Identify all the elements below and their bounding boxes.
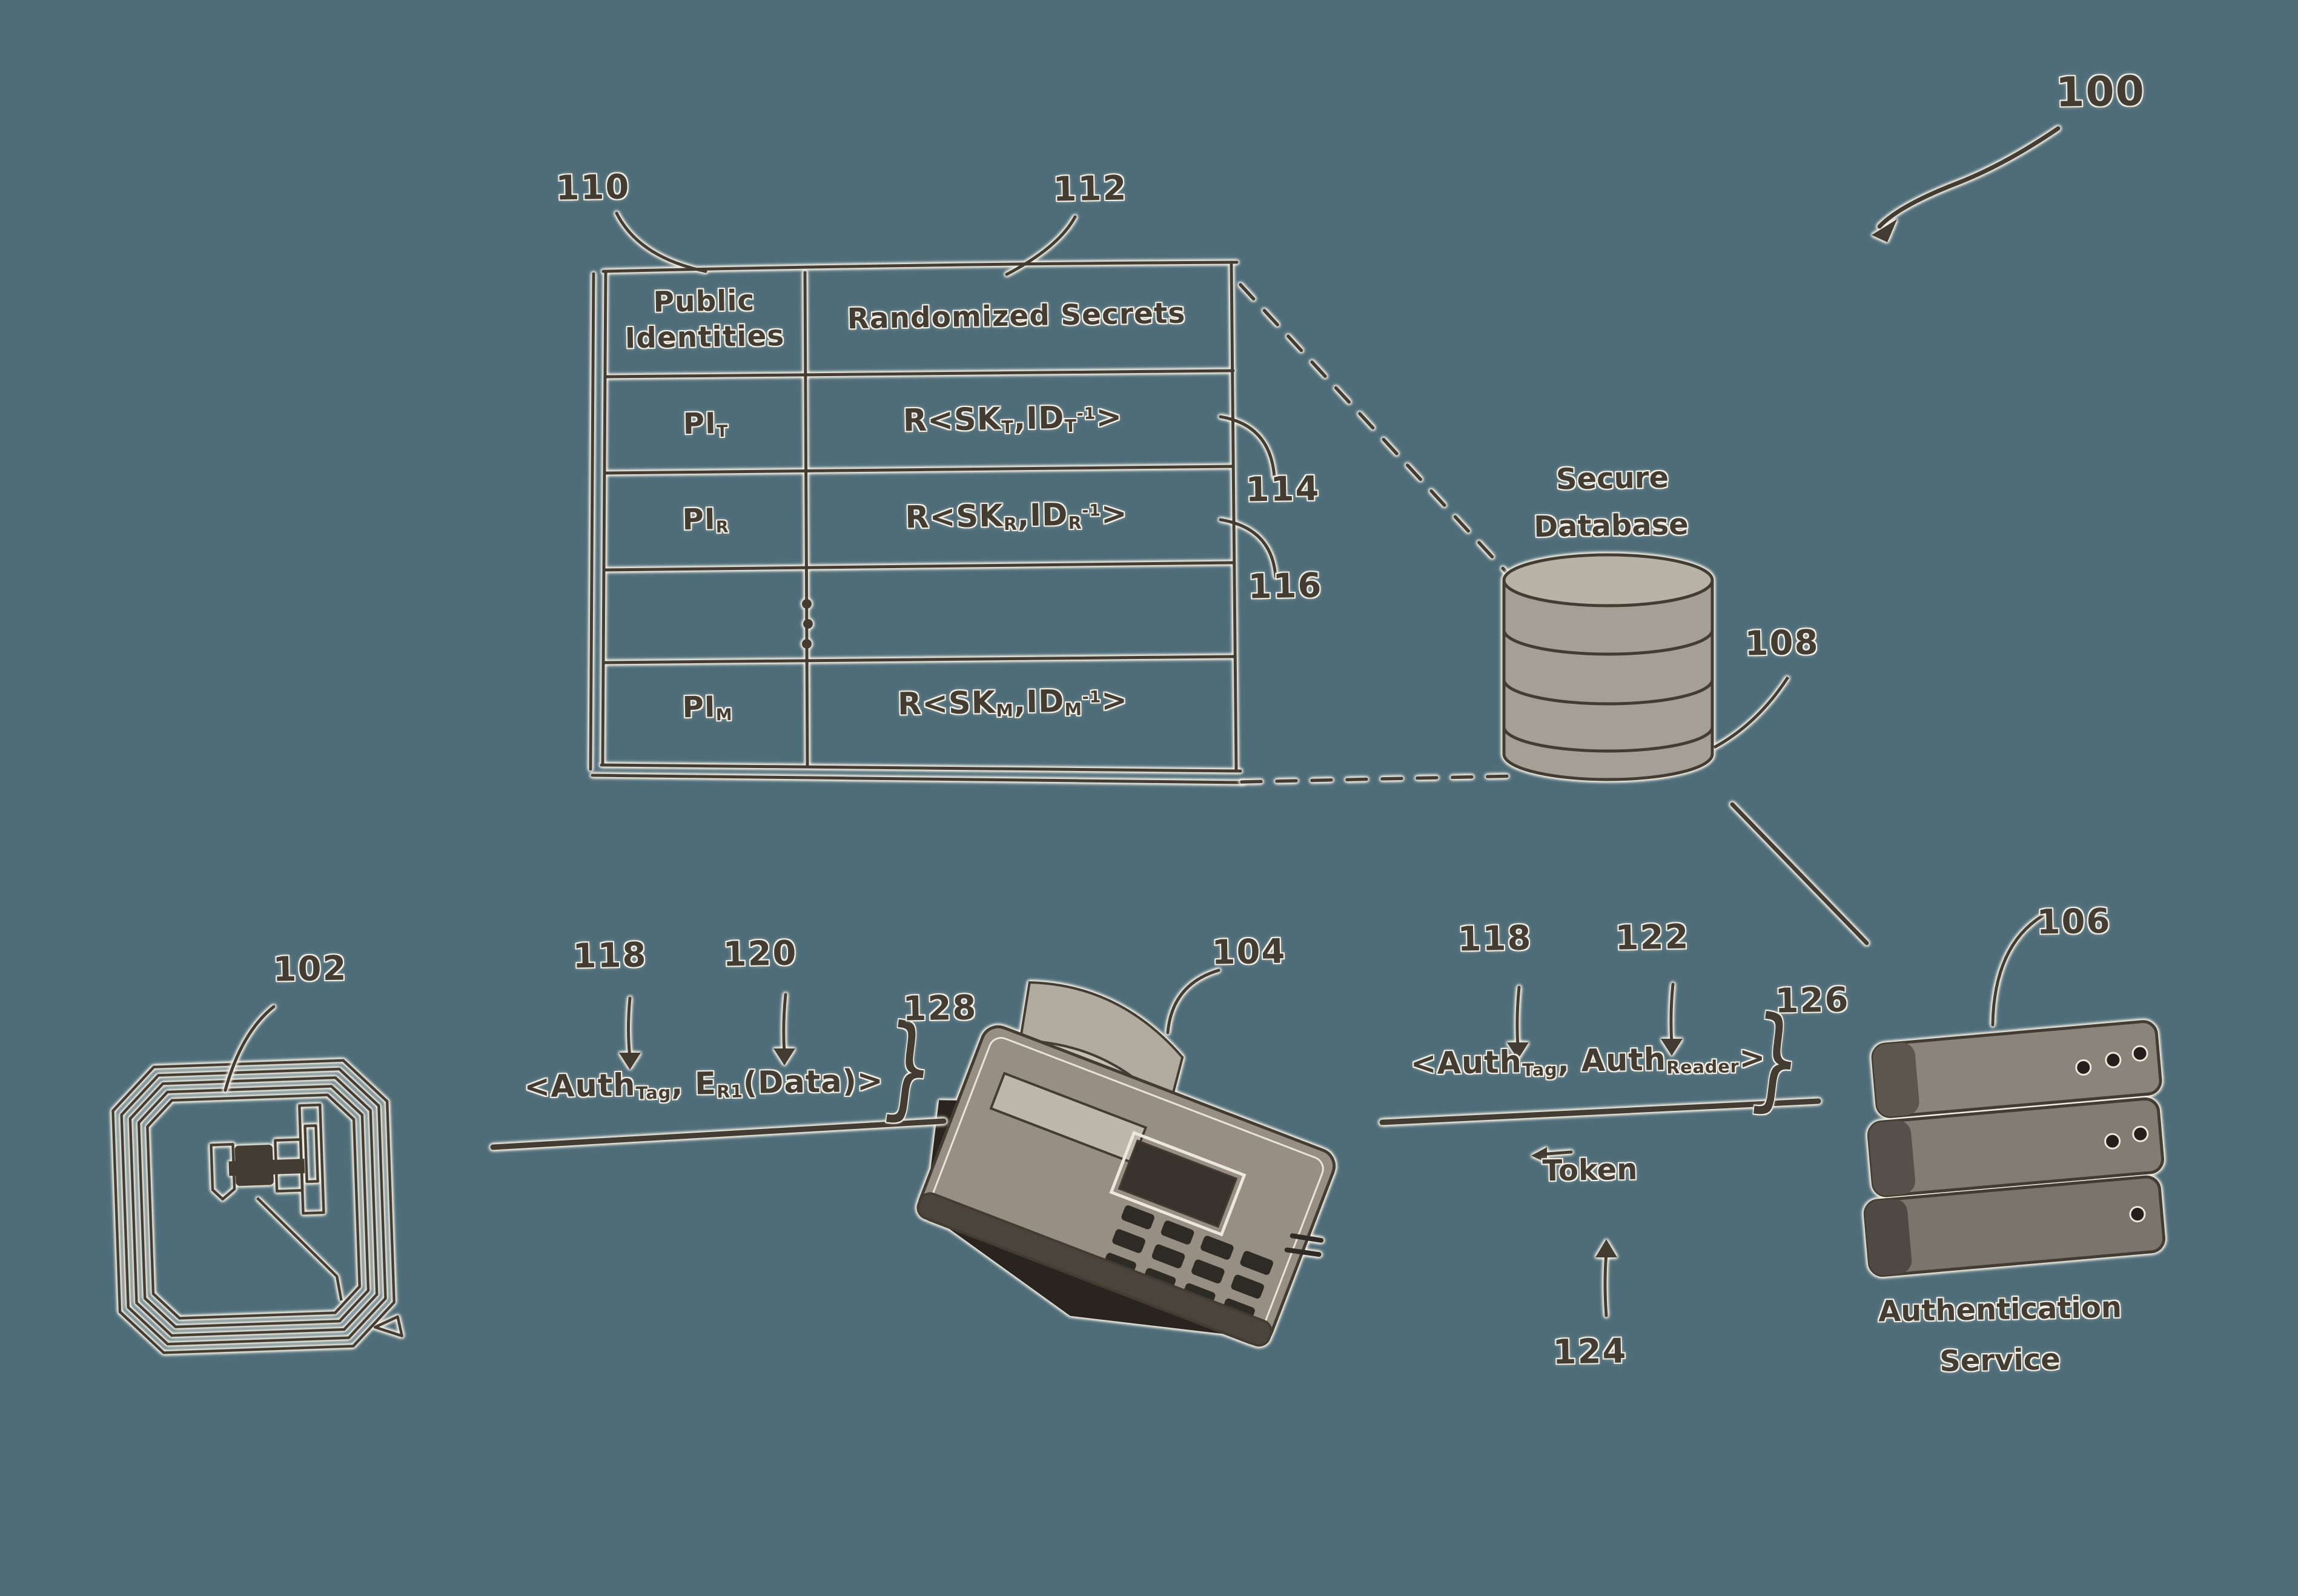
figure-ref-arrow [1877,126,2061,229]
dashed-link-bottom [1240,774,1521,784]
table-header-public-identities: Public Identities [624,283,785,356]
leader-106 [1991,914,2044,1027]
leader-112 [1005,215,1077,276]
arrow-124-token [1603,1251,1608,1317]
table-cell-identity-reader: PIR [682,502,729,537]
message1-formula: <AuthTag, ER1(Data)> [523,1063,884,1105]
ref-124: 124 [1552,1331,1628,1372]
table-cell-secret-m: R<SKM,IDM-1> [897,683,1128,723]
identity-table-grid [589,211,1277,784]
dashed-link-top [1239,283,1511,577]
ref-114: 114 [1245,469,1321,510]
table-ellipsis-dots [802,599,813,649]
leader-102 [224,1005,276,1092]
table-cell-secret-tag: R<SKT,IDT-1> [902,399,1123,439]
token-label: Token [1542,1152,1638,1188]
dashed-links-table-database [1239,283,1521,784]
message-arrows [490,126,2061,1317]
arrow-122-msg2 [1669,982,1675,1045]
ref-104: 104 [1211,932,1287,973]
ref-118-msg1: 118 [572,935,648,976]
table-header-randomized-secrets: Randomized Secrets [847,296,1186,336]
ref-128: 128 [902,988,978,1029]
secure-database-label-line2: Database [1533,507,1689,545]
arrow-120-msg1 [782,993,787,1055]
ref-116: 116 [1247,566,1323,607]
row-t-bracket [1219,415,1276,479]
auth-service-label-line1: Authentication [1878,1290,2122,1329]
rfid-chip [210,1103,343,1301]
ref-106: 106 [2036,901,2112,942]
leader-110 [615,211,707,273]
ref-112: 112 [1052,168,1128,210]
server-stack-icon [1863,914,2166,1277]
ref-122: 122 [1614,917,1690,958]
arrow-118-msg2 [1515,985,1521,1048]
row-r-bracket [1219,518,1277,578]
pos-terminal-icon [916,969,1336,1347]
leader-104 [1166,969,1220,1035]
message2-formula: <AuthTag, AuthReader> [1410,1040,1766,1082]
coil-end [373,1315,403,1337]
ref-126: 126 [1774,980,1850,1021]
secure-database-icon [1502,553,1790,781]
arrow-118-msg1 [627,996,632,1059]
figure-ref-100: 100 [2055,67,2146,117]
secure-database-label-line1: Secure [1555,460,1669,497]
link-database-authservice [1730,802,1869,945]
leader-108 [1713,676,1790,749]
auth-service-label-line2: Service [1939,1342,2061,1379]
ref-118-msg2: 118 [1457,918,1533,959]
channel-line-reader-to-authservice [1379,1098,1821,1125]
ref-120: 120 [722,933,798,975]
channel-line-tag-to-reader [490,1118,947,1150]
ref-110: 110 [555,167,631,208]
table-cell-secret-reader: R<SKR,IDR-1> [904,496,1128,536]
ref-108: 108 [1744,623,1820,664]
table-cell-identity-tag: PIT [683,406,729,442]
rfid-tag-icon [111,1059,403,1354]
table-cell-identity-m: PIM [682,690,733,725]
ref-102: 102 [272,949,348,990]
